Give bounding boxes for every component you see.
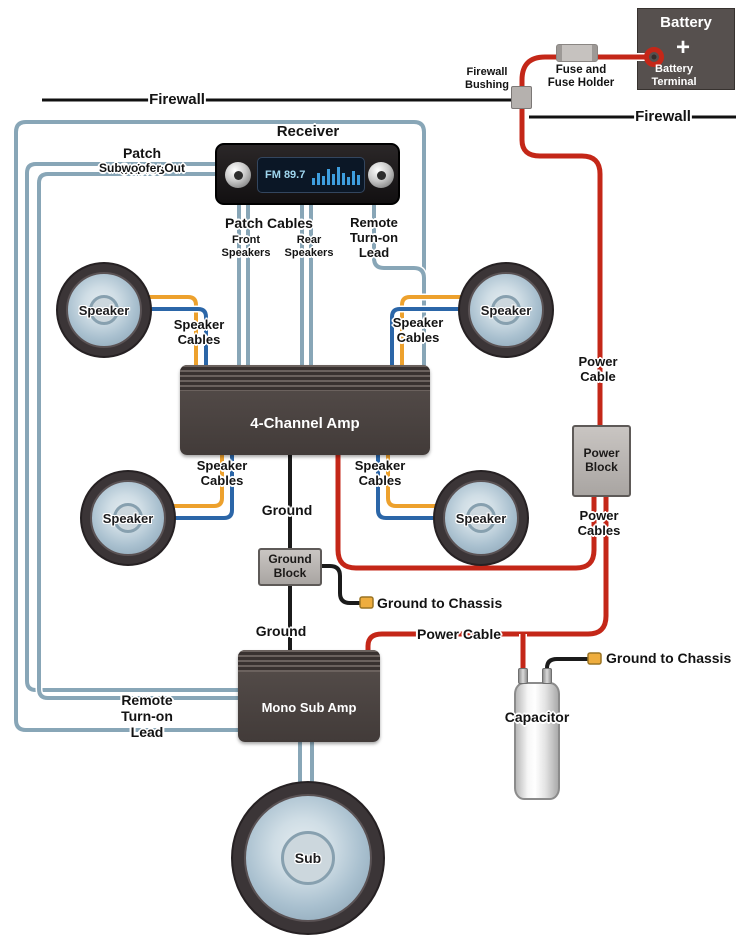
rear-speakers-label: Rear Speakers: [284, 234, 334, 259]
battery-terminal-label: Battery Terminal: [651, 63, 697, 88]
chassis-connector-icon: [359, 596, 374, 609]
ground-block-label: Ground Block: [268, 552, 312, 580]
receiver: FM 89.7: [215, 143, 400, 205]
speaker-cone: Speaker: [90, 480, 166, 556]
power-cable-right-label: Power Cable: [578, 354, 618, 385]
capacitor-ground-terminal: [542, 668, 552, 684]
speaker-dust-cap: [491, 295, 521, 325]
speaker-cone: Speaker: [443, 480, 519, 556]
fuse-holder: [556, 44, 598, 62]
firewall-bushing: [511, 86, 532, 109]
speaker-cone: Speaker: [66, 272, 142, 348]
speaker-cables-label-tr: Speaker Cables: [392, 315, 444, 346]
subwoofer-cone: Sub: [244, 794, 372, 922]
power-cables-label: Power Cables: [577, 508, 621, 539]
patch-cables-bottom-title: Patch Cables: [225, 215, 313, 231]
capacitor-label: Capacitor: [504, 709, 570, 725]
receiver-label: Receiver: [276, 123, 340, 140]
heatsink-fins: [180, 365, 430, 391]
speaker-label: Speaker: [78, 302, 130, 318]
ground-to-chassis-label-2: Ground to Chassis: [606, 650, 732, 666]
speaker-cone: Speaker: [468, 272, 544, 348]
ground-distribution-block: Ground Block: [258, 548, 322, 586]
fuse-holder-label: Fuse and Fuse Holder: [547, 64, 615, 90]
subwoofer-dust-cap: Sub: [281, 831, 335, 885]
firewall-bushing-label: Firewall Bushing: [465, 66, 509, 91]
firewall-right-label: Firewall: [635, 108, 691, 125]
spectrum-bars-icon: [312, 165, 361, 185]
ground-to-chassis-label-1: Ground to Chassis: [377, 595, 503, 611]
subwoofer: Sub: [231, 781, 385, 935]
capacitor-positive-terminal: [518, 668, 528, 684]
subwoofer-out-label: Subwoofer Out: [99, 161, 185, 175]
firewall-lines: [42, 98, 736, 119]
speaker-front-right: Speaker: [458, 262, 554, 358]
speaker-rear-left: Speaker: [80, 470, 176, 566]
chassis-connector-icon: [587, 652, 602, 665]
mono-sub-amp-label: Mono Sub Amp: [261, 699, 357, 715]
subwoofer-label: Sub: [294, 850, 322, 866]
heatsink-fins: [238, 650, 380, 672]
speaker-dust-cap: [466, 503, 496, 533]
capacitor: [514, 682, 560, 800]
speaker-label: Speaker: [480, 302, 532, 318]
patch-cables-left-title: Patch Cables: [119, 145, 165, 178]
ground-wires: [290, 450, 602, 686]
speaker-label: Speaker: [455, 510, 507, 526]
speaker-rear-right: Speaker: [433, 470, 529, 566]
four-channel-amp: 4-Channel Amp: [180, 365, 430, 455]
firewall-left-label: Firewall: [149, 91, 205, 108]
speaker-dust-cap: [89, 295, 119, 325]
remote-lead-top-label: Remote Turn-on Lead: [349, 215, 399, 261]
mono-sub-amp: Mono Sub Amp: [238, 650, 380, 742]
ring-terminal-icon: [644, 47, 664, 67]
front-speakers-label: Front Speakers: [221, 234, 271, 259]
ground-bottom-label: Ground: [255, 623, 307, 639]
speaker-label: Speaker: [102, 510, 154, 526]
speaker-cables-label-bl: Speaker Cables: [196, 458, 248, 489]
battery-plus-sign: +: [675, 34, 690, 61]
battery-title: Battery: [660, 14, 712, 31]
speaker-front-left: Speaker: [56, 262, 152, 358]
power-block-label: Power Block: [583, 446, 620, 474]
remote-lead-bottom-label: Remote Turn-on Lead: [121, 692, 173, 741]
tuning-knob: [368, 162, 394, 188]
receiver-display: FM 89.7: [257, 157, 365, 193]
ground-top-label: Ground: [261, 502, 313, 518]
power-distribution-block: Power Block: [572, 425, 631, 497]
volume-knob: [225, 162, 251, 188]
speaker-dust-cap: [113, 503, 143, 533]
power-wires: [338, 47, 664, 687]
speaker-cables-label-br: Speaker Cables: [354, 458, 406, 489]
speaker-cables-label-tl: Speaker Cables: [173, 317, 225, 348]
frequency-readout: FM 89.7: [265, 169, 306, 181]
four-channel-amp-label: 4-Channel Amp: [250, 414, 360, 432]
power-cable-mid-label: Power Cable: [416, 626, 502, 642]
